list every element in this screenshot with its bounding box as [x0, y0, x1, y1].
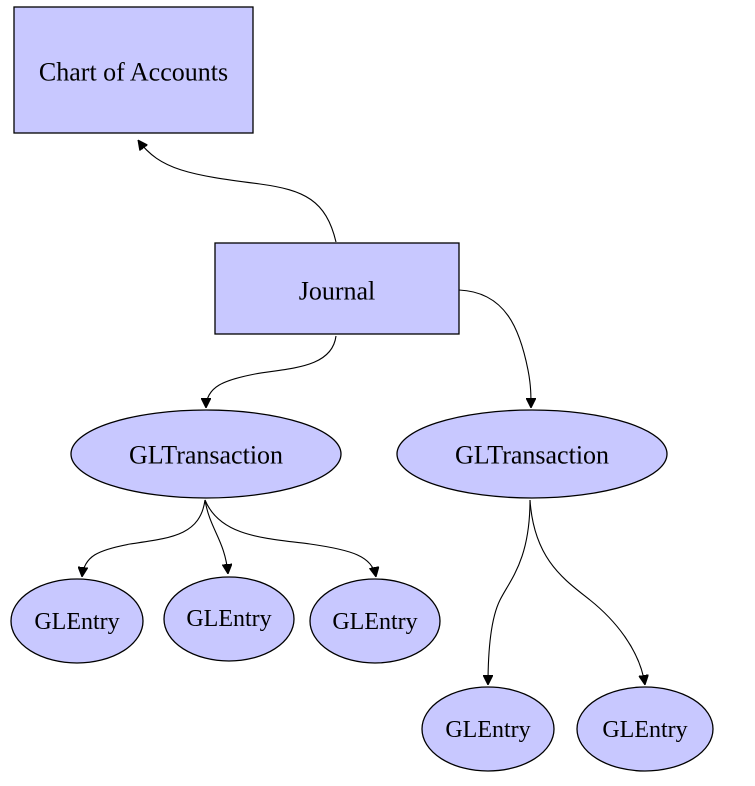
edge-journal-to-gltransaction-1: [206, 335, 337, 408]
node-journal: Journal: [214, 242, 460, 335]
node-label-chart-of-accounts: Chart of Accounts: [39, 58, 228, 87]
node-label-gltransaction-2: GLTransaction: [455, 441, 609, 470]
node-label-glentry-5: GLEntry: [602, 717, 687, 743]
node-glentry-2: GLEntry: [163, 576, 295, 662]
edge-gltransaction-1-to-glentry-1: [82, 499, 206, 577]
node-glentry-5: GLEntry: [576, 686, 714, 772]
edge-gltransaction-1-to-glentry-3: [204, 499, 376, 577]
edge-gltransaction-2-to-glentry-4: [488, 499, 531, 685]
node-label-glentry-3: GLEntry: [332, 609, 417, 635]
node-chart-of-accounts: Chart of Accounts: [13, 6, 254, 134]
node-label-journal: Journal: [299, 277, 376, 306]
node-label-glentry-1: GLEntry: [34, 609, 119, 635]
node-gltransaction-2: GLTransaction: [396, 409, 668, 499]
edge-journal-to-gltransaction-2: [458, 289, 531, 408]
edge-journal-to-chart-of-accounts: [138, 140, 337, 243]
node-label-glentry-2: GLEntry: [186, 606, 271, 632]
edge-gltransaction-1-to-glentry-2: [204, 499, 228, 574]
edge-gltransaction-2-to-glentry-5: [529, 499, 645, 685]
node-glentry-4: GLEntry: [421, 686, 555, 772]
node-glentry-1: GLEntry: [10, 578, 144, 664]
node-glentry-3: GLEntry: [309, 578, 441, 664]
node-label-glentry-4: GLEntry: [445, 717, 530, 743]
edges: [82, 140, 645, 685]
node-label-gltransaction-1: GLTransaction: [129, 441, 283, 470]
node-gltransaction-1: GLTransaction: [70, 409, 342, 499]
